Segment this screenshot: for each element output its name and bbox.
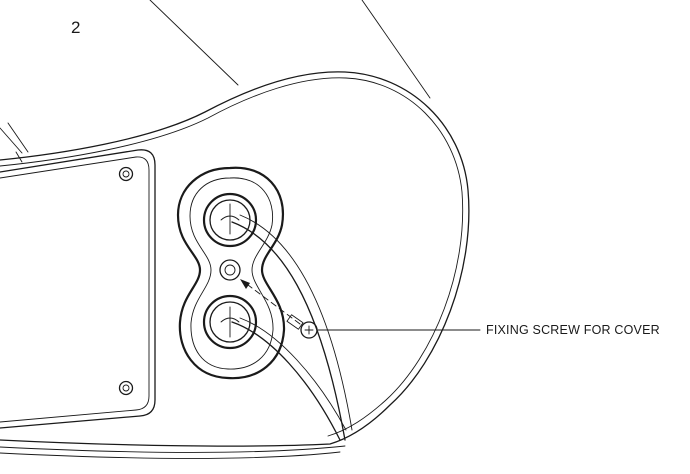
connector-gasket <box>176 166 286 380</box>
top-leader-lines <box>149 0 431 99</box>
lower-edge <box>0 445 346 459</box>
cover-plate <box>0 149 156 429</box>
upper-connector <box>202 192 258 248</box>
housing-outline <box>0 71 470 447</box>
fixing-screw <box>286 314 318 339</box>
callout-label: FIXING SCREW FOR COVER <box>486 323 660 337</box>
assembly-path <box>240 279 301 325</box>
plate-screw-top <box>118 166 134 182</box>
callout-fixing-screw: FIXING SCREW FOR COVER <box>317 323 660 337</box>
screw-boss <box>219 259 241 281</box>
pipe-stub <box>0 122 29 163</box>
lower-connector <box>202 294 258 350</box>
cables <box>231 214 353 441</box>
plate-screw-bottom <box>118 380 134 396</box>
step-number: 2 <box>71 18 80 37</box>
